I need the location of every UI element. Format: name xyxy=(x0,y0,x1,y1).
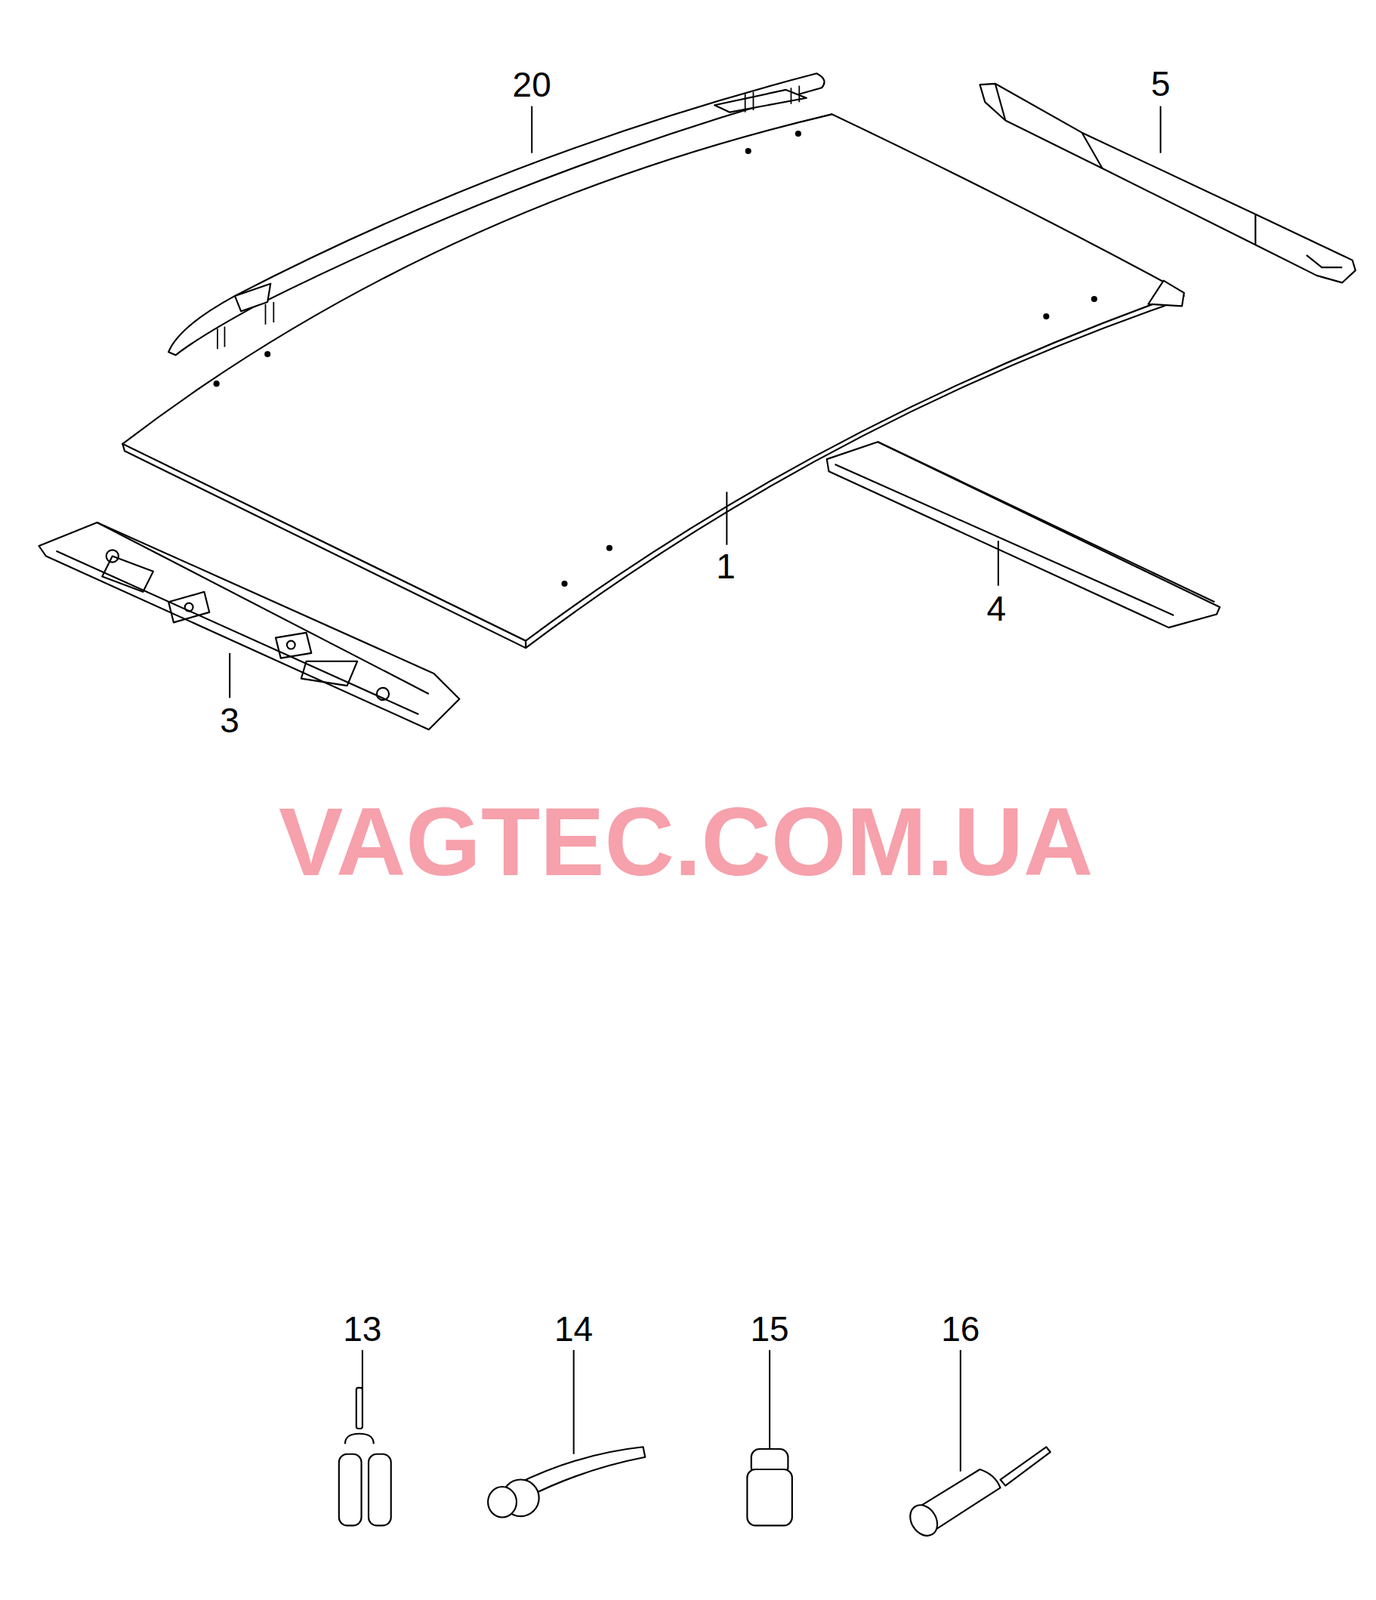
callout-number: 14 xyxy=(554,1311,593,1347)
watermark: VAGTEC.COM.UA xyxy=(278,793,1094,891)
callout-number: 16 xyxy=(940,1311,980,1347)
leader-lines xyxy=(229,106,1161,1472)
callout-number: 13 xyxy=(342,1311,382,1347)
callout-number: 15 xyxy=(750,1311,790,1347)
callout-number: 4 xyxy=(986,591,1006,627)
callout-number: 5 xyxy=(1150,66,1171,102)
callout-number: 3 xyxy=(219,703,240,738)
callout-number: 1 xyxy=(715,549,736,584)
roof-corner xyxy=(1147,280,1184,307)
callout-number: 20 xyxy=(512,67,552,102)
roof-bow xyxy=(826,441,1220,628)
rail-foot xyxy=(714,89,807,113)
front-header xyxy=(39,522,460,730)
rear-header xyxy=(980,83,1356,284)
